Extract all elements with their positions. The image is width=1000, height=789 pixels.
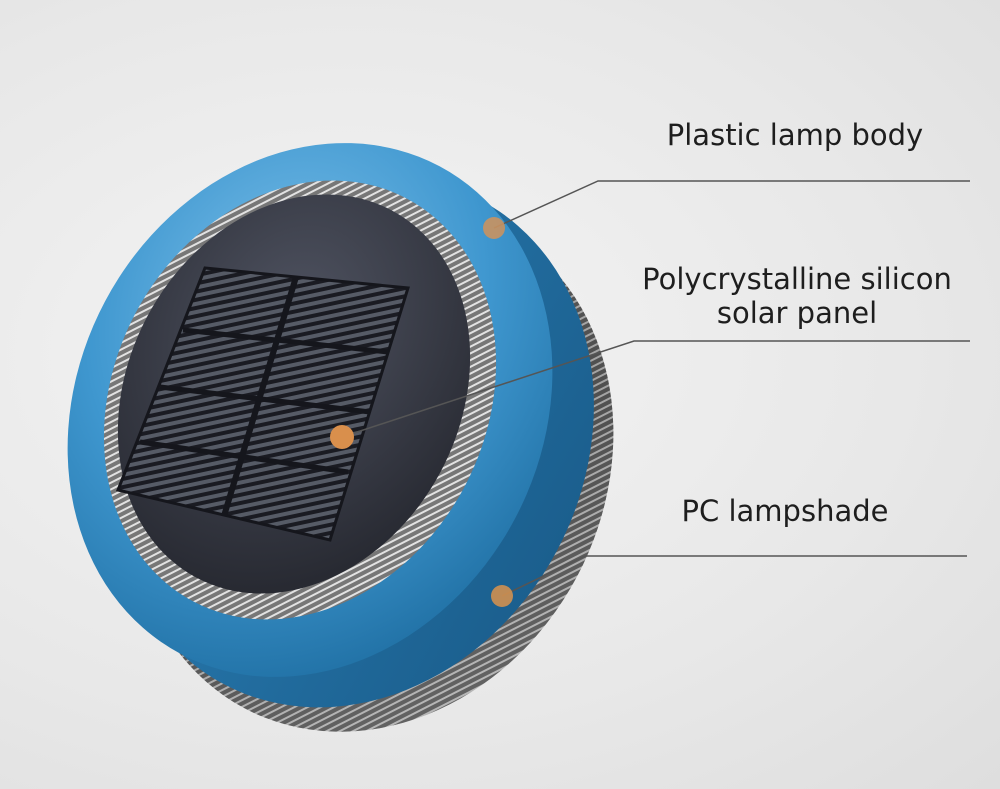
solar-panel <box>115 266 410 542</box>
leader-line-body <box>493 180 970 229</box>
marker-shade <box>491 585 513 607</box>
callout-plastic-lamp-body: Plastic lamp body <box>640 118 950 152</box>
callout-label-line1: Polycrystalline silicon <box>642 262 952 296</box>
marker-panel <box>330 425 354 449</box>
leader-line-panel <box>341 340 970 438</box>
callout-label: PC lampshade <box>681 494 889 528</box>
callout-label-line2: solar panel <box>716 296 878 331</box>
callout-label: Plastic lamp body <box>666 118 924 152</box>
leader-line-shade <box>501 555 967 597</box>
marker-body <box>483 217 505 239</box>
leader-lines <box>341 180 970 597</box>
callout-pc-lampshade: PC lampshade <box>640 494 930 528</box>
callout-solar-panel: Polycrystalline silicon solar panel <box>612 262 982 330</box>
